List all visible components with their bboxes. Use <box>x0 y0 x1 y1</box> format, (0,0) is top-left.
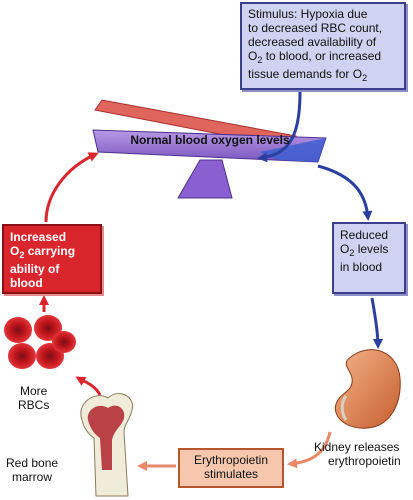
increased-line: Increased <box>10 230 67 244</box>
rbc-label: More RBCs <box>18 384 49 412</box>
increased-o2-box: Increased O2 carrying ability of blood <box>2 224 102 294</box>
rbc-cell <box>8 343 36 369</box>
marrow-label: Red bone marrow <box>6 456 58 484</box>
increased-text: carrying <box>24 244 76 258</box>
stimulus-text: tissue demands for O <box>248 67 363 81</box>
kidney-label: Kidney releases erythropoietin <box>314 440 401 468</box>
bone-image <box>80 393 134 497</box>
stimulus-line: Stimulus: Hypoxia due <box>248 7 368 21</box>
marrow-label-line: Red bone <box>6 456 59 470</box>
stimulus-subscript: 2 <box>362 73 368 83</box>
reduced-arrow-in <box>317 164 373 221</box>
stimulus-line: decreased availability of <box>248 35 377 49</box>
increased-line: ability of blood <box>10 262 60 290</box>
stimulus-line: tissue demands for O2 <box>248 67 398 85</box>
seesaw <box>92 99 327 199</box>
kidney-label-line: erythropoietin <box>328 454 401 468</box>
increased-subscript: 2 <box>19 250 25 260</box>
reduced-subscript: 2 <box>349 248 355 258</box>
stimulus-box: Stimulus: Hypoxia due to decreased RBC c… <box>240 2 406 90</box>
stimulus-o-symbol: O <box>248 49 258 63</box>
balance-arrow <box>44 152 99 223</box>
erythropoietin-box: Erythropoietin stimulates <box>178 448 284 488</box>
ureter <box>340 395 348 421</box>
rbc-cell <box>4 317 32 343</box>
reduced-text: levels <box>354 242 389 256</box>
kidney-label-line: Kidney releases <box>314 440 400 454</box>
marrow-label-line: marrow <box>12 470 53 484</box>
increased-line: O2 carrying <box>10 244 94 262</box>
reduced-line: in blood <box>340 260 383 274</box>
rbc-arrow <box>75 376 102 396</box>
increased-o-symbol: O <box>10 244 20 258</box>
rbc-cluster <box>4 315 76 369</box>
rbc-cell <box>52 331 76 353</box>
reduced-line: O2 levels <box>340 242 398 260</box>
rbc-label-line: RBCs <box>18 398 50 412</box>
kidney-image <box>334 349 401 429</box>
epo-line: stimulates <box>203 467 259 481</box>
stimulus-text: to blood, or increased <box>262 49 382 63</box>
rbc-cell <box>34 315 62 341</box>
seesaw-fulcrum <box>177 159 233 199</box>
reduced-line: Reduced <box>340 228 389 242</box>
epo-line: Erythropoietin <box>193 453 269 467</box>
stimulus-subscript: 2 <box>257 55 263 65</box>
seesaw-blue-end <box>260 138 326 162</box>
reduced-o-symbol: O <box>340 242 350 256</box>
kidney-arrow <box>370 297 383 349</box>
epo-arrow-in <box>287 431 332 469</box>
rbc-label-line: More <box>20 384 48 398</box>
stimulus-line: to decreased RBC count, <box>248 21 383 35</box>
reduced-o2-box: Reduced O2 levels in blood <box>332 222 406 294</box>
balance-label: Normal blood oxygen levels <box>130 133 290 147</box>
stimulus-arrow <box>257 91 302 163</box>
stimulus-line: O2 to blood, or increased <box>248 49 398 67</box>
